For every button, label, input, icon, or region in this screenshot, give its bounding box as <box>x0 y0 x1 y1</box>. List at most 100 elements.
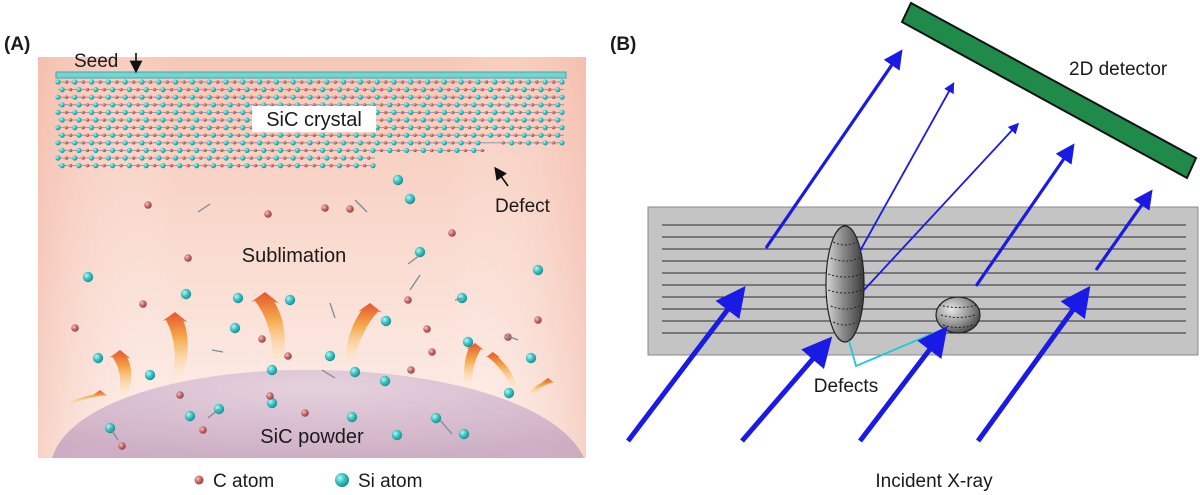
lattice-si-atom <box>307 94 313 100</box>
lattice-si-atom <box>290 94 296 100</box>
lattice-si-atom <box>324 94 330 100</box>
lattice-c-atom <box>312 148 316 153</box>
lattice-c-atom <box>434 125 438 130</box>
lattice-c-atom <box>446 133 451 137</box>
lattice-c-atom <box>304 163 308 168</box>
lattice-si-atom <box>441 79 447 85</box>
lattice-c-atom <box>98 156 102 160</box>
lattice-c-atom <box>497 118 501 122</box>
lattice-si-atom <box>72 79 78 85</box>
free-si-atom <box>82 271 94 283</box>
lattice-si-atom <box>542 109 548 115</box>
lattice-si-atom <box>223 79 229 85</box>
lattice-si-atom <box>437 87 443 93</box>
lattice-c-atom <box>350 141 354 145</box>
lattice-si-atom <box>223 140 229 146</box>
lattice-si-atom <box>55 94 61 100</box>
lattice-si-atom <box>206 125 212 131</box>
lattice-c-atom <box>85 148 90 153</box>
lattice-c-atom <box>417 110 421 115</box>
free-si-atom <box>430 412 442 424</box>
lattice-c-atom <box>480 87 484 92</box>
lattice-c-atom <box>236 163 241 168</box>
lattice-si-atom <box>387 87 393 93</box>
lattice-c-atom <box>98 110 102 115</box>
lattice-c-atom <box>199 95 203 99</box>
lattice-c-atom <box>463 133 468 137</box>
lattice-c-atom <box>266 95 270 99</box>
lattice-si-atom <box>72 109 78 115</box>
lattice-c-atom <box>287 133 291 137</box>
lattice-c-atom <box>350 95 354 99</box>
lattice-c-atom <box>304 133 308 137</box>
incident-xray-arrow <box>858 326 948 443</box>
sublimation-flame <box>65 390 108 405</box>
lattice-c-atom <box>249 141 253 145</box>
lattice-c-atom <box>333 156 337 160</box>
free-si-atom <box>532 264 544 276</box>
lattice-si-atom <box>206 109 212 115</box>
lattice-si-atom <box>475 79 481 85</box>
lattice-c-atom <box>514 118 518 122</box>
lattice-c-atom <box>232 156 237 160</box>
lattice-si-atom <box>408 94 414 100</box>
lattice-si-atom <box>156 79 162 85</box>
lattice-c-atom <box>81 156 85 160</box>
molecule-bond <box>454 297 463 301</box>
lattice-c-atom <box>148 156 153 160</box>
lattice-si-atom <box>143 117 149 123</box>
lattice-c-atom <box>270 163 274 168</box>
lattice-si-atom <box>454 87 460 93</box>
lattice-si-atom <box>542 94 548 100</box>
lattice-si-atom <box>273 94 279 100</box>
lattice-c-atom <box>518 110 522 115</box>
diffracted-xray-arrow <box>764 49 903 249</box>
sublimation-flame <box>162 312 188 375</box>
lattice-c-atom <box>182 125 186 130</box>
lattice-si-atom <box>93 102 99 108</box>
lattice-si-atom <box>156 125 162 131</box>
lattice-c-atom <box>547 103 552 107</box>
lattice-c-atom <box>530 87 535 92</box>
lattice-c-atom <box>463 103 468 107</box>
lattice-c-atom <box>169 118 174 122</box>
lattice-si-atom <box>223 94 229 100</box>
sublimation-arrows <box>65 292 555 405</box>
lattice-c-atom <box>98 95 102 99</box>
defects-pointer-lines <box>848 329 942 368</box>
free-c-atom <box>258 335 266 343</box>
lattice-c-atom <box>367 156 371 160</box>
elongated-defect-contour <box>828 289 862 294</box>
lattice-c-atom <box>270 87 274 92</box>
legend-si-atom-label: Si atom <box>358 471 422 492</box>
lattice-c-atom <box>413 148 417 153</box>
lattice-si-atom <box>420 87 426 93</box>
lattice-si-atom <box>458 109 464 115</box>
lattice-si-atom <box>139 94 145 100</box>
legend-c-atom-label: C atom <box>213 471 274 492</box>
lattice-si-atom <box>521 87 527 93</box>
lattice-c-atom <box>64 95 69 99</box>
lattice-si-atom <box>294 147 300 153</box>
lattice-si-atom <box>441 109 447 115</box>
molecule-bond <box>109 427 119 441</box>
crystal-label: SiC crystal <box>266 109 362 131</box>
lattice-si-atom <box>538 132 544 138</box>
lattice-si-atom <box>492 79 498 85</box>
lattice-c-atom <box>131 156 136 160</box>
lattice-si-atom <box>559 109 565 115</box>
lattice-si-atom <box>353 147 359 153</box>
lattice-si-atom <box>223 109 229 115</box>
lattice-si-atom <box>420 132 426 138</box>
lattice-c-atom <box>148 141 153 145</box>
lattice-c-atom <box>136 87 140 92</box>
lattice-si-atom <box>408 109 414 115</box>
molecule-bond <box>439 419 453 435</box>
lattice-si-atom <box>240 140 246 146</box>
lattice-c-atom <box>182 95 186 99</box>
lattice-planes <box>662 224 1186 334</box>
atom-legend: C atom Si atom <box>194 471 422 492</box>
lattice-si-atom <box>156 155 162 161</box>
lattice-c-atom <box>68 133 73 137</box>
free-si-atom <box>229 322 241 334</box>
